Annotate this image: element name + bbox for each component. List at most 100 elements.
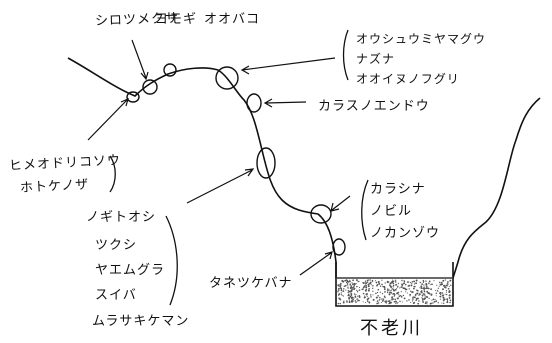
stipple-dot <box>350 290 352 293</box>
stipple-dot <box>394 299 396 301</box>
stipple-dot <box>384 282 386 284</box>
stipple-dot <box>424 293 426 295</box>
stipple-dot <box>419 287 421 289</box>
stipple-dot <box>427 292 430 295</box>
stipple-dot <box>347 287 349 290</box>
stipple-dot <box>426 301 428 303</box>
stipple-dot <box>388 289 390 292</box>
stipple-dot <box>436 284 438 286</box>
stipple-dot <box>390 286 393 288</box>
label-karashina: カラシナ <box>370 182 426 197</box>
stipple-dot <box>383 295 386 298</box>
stipple-dot <box>370 296 372 298</box>
stipple-dot <box>408 288 410 290</box>
stipple-dot <box>423 284 425 286</box>
zone-circle-left-group <box>256 147 276 179</box>
stipple-dot <box>441 292 444 294</box>
arrow-karashina <box>330 195 351 212</box>
stipple-dot <box>422 287 425 290</box>
stipple-dot <box>399 287 401 289</box>
stipple-dot <box>411 281 414 283</box>
stipple-dot <box>439 295 442 298</box>
stipple-dot <box>395 303 397 305</box>
stipple-dot <box>420 287 423 290</box>
stipple-dot <box>352 286 355 288</box>
stipple-dot <box>347 286 349 289</box>
stipple-dot <box>447 287 450 290</box>
zone-circle-karashina <box>310 204 332 224</box>
stipple-dot <box>366 296 368 298</box>
stipple-dot <box>347 280 350 283</box>
stipple-dot <box>426 303 428 305</box>
stipple-dot <box>355 282 357 285</box>
stipple-dot <box>348 301 351 304</box>
stipple-dot <box>401 286 403 288</box>
stipple-dot <box>367 289 370 292</box>
stipple-dot <box>351 288 353 291</box>
stipple-dot <box>394 281 397 283</box>
stipple-dot <box>362 292 365 295</box>
stipple-dot <box>367 279 369 281</box>
stipple-dot <box>435 290 437 292</box>
stipple-dot <box>376 291 379 294</box>
stipple-dot <box>378 282 381 285</box>
stipple-dot <box>413 296 416 299</box>
stipple-dot <box>428 282 430 284</box>
stipple-dot <box>377 295 379 297</box>
stipple-dot <box>444 293 446 295</box>
stipple-dot <box>411 300 414 302</box>
stipple-dot <box>396 297 399 300</box>
stipple-dot <box>362 282 365 284</box>
stipple-dot <box>397 302 399 303</box>
stipple-dot <box>400 286 403 288</box>
stipple-dot <box>351 297 353 300</box>
stipple-dot <box>409 293 412 296</box>
stipple-dot <box>392 293 394 295</box>
stipple-dot <box>448 296 451 299</box>
stipple-dot <box>430 288 432 291</box>
stipple-dot <box>393 292 395 295</box>
stipple-dot <box>350 285 353 287</box>
stipple-dot <box>448 291 451 294</box>
stipple-dot <box>404 287 406 290</box>
stipple-dot <box>383 286 386 289</box>
stipple-dot <box>400 296 403 298</box>
stipple-dot <box>402 282 405 285</box>
stipple-dot <box>407 281 410 283</box>
stipple-dot <box>405 291 407 293</box>
label-tanetsukebana: タネツケバナ <box>209 276 293 291</box>
stipple-dot <box>366 293 368 295</box>
stipple-dot <box>446 293 448 296</box>
bracket-left-group <box>165 215 178 306</box>
stipple-dot <box>355 293 357 296</box>
river-water-stipple <box>337 279 452 305</box>
stipple-dot <box>443 298 445 301</box>
stipple-dot <box>369 281 372 284</box>
stipple-dot <box>388 288 390 290</box>
stipple-dot <box>410 284 413 287</box>
stipple-dot <box>337 289 339 291</box>
stipple-dot <box>356 291 359 293</box>
stipple-dot <box>386 280 389 283</box>
bank-profile-line <box>67 57 337 278</box>
stipple-dot <box>337 284 340 287</box>
stipple-dot <box>391 298 393 300</box>
stipple-dot <box>379 291 381 293</box>
arrow-tanetsukebana <box>299 251 333 276</box>
bracket-karashina <box>361 179 369 241</box>
label-left-group-2: ツクシ <box>95 238 138 253</box>
stipple-dot <box>340 292 342 294</box>
stipple-dot <box>399 300 401 303</box>
stipple-dot <box>340 289 343 292</box>
stipple-dot <box>338 294 340 296</box>
stipple-dot <box>341 294 343 296</box>
stipple-dot <box>425 285 428 288</box>
stipple-dot <box>431 283 433 285</box>
stipple-dot <box>395 283 398 286</box>
stipple-dot <box>395 288 398 290</box>
stipple-dot <box>442 279 445 282</box>
stipple-dot <box>423 286 425 288</box>
stipple-dot <box>338 293 341 295</box>
stipple-dot <box>356 289 358 292</box>
stipple-dot <box>398 295 401 297</box>
